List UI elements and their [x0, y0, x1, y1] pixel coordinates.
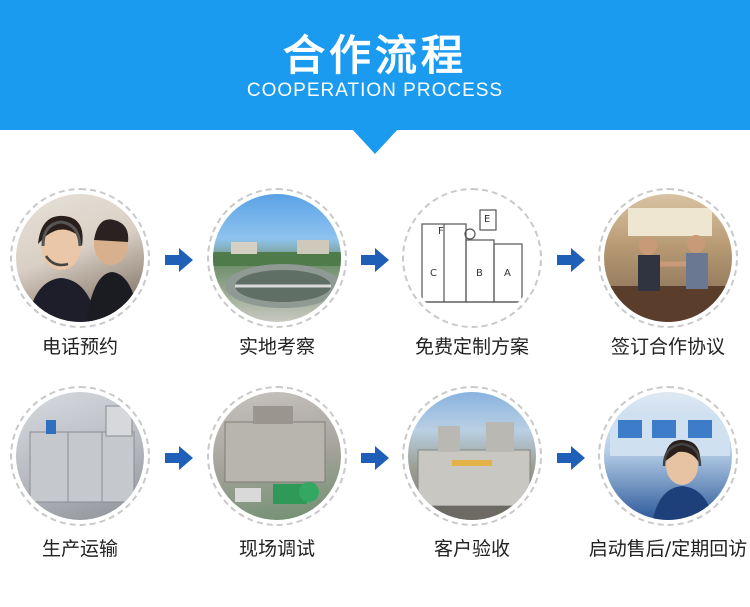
step-6-image	[207, 386, 347, 526]
schematic-drawing: F E C B A	[408, 194, 536, 322]
step-3-label: 免费定制方案	[414, 336, 529, 358]
diagram-letter-a: A	[504, 268, 511, 279]
arrow-right-icon	[165, 248, 193, 272]
phone-operator-photo	[16, 194, 144, 322]
service-center-photo	[604, 392, 732, 520]
step-7-image	[402, 386, 542, 526]
step-4-image	[598, 188, 738, 328]
arrow-right-icon	[557, 248, 585, 272]
diagram-letter-b: B	[476, 268, 483, 279]
arrow-right-icon	[165, 446, 193, 470]
arrow-right-icon	[361, 446, 389, 470]
diagram-letter-c: C	[430, 268, 437, 279]
arrow-right-icon	[557, 446, 585, 470]
page-subtitle: COOPERATION PROCESS	[246, 80, 504, 101]
diagram-letter-e: E	[484, 214, 490, 225]
header-banner: 合作流程 COOPERATION PROCESS	[0, 0, 750, 130]
step-2-image	[207, 188, 347, 328]
steel-tank-photo	[16, 392, 144, 520]
pump-unit-photo	[213, 392, 341, 520]
arrow-right-icon	[361, 248, 389, 272]
header-pointer-icon	[352, 129, 398, 154]
step-6-label: 现场调试	[238, 538, 315, 560]
diagram-letter-f: F	[438, 226, 444, 237]
step-1-image	[10, 188, 150, 328]
step-1-label: 电话预约	[41, 336, 118, 358]
step-5-label: 生产运输	[41, 538, 118, 560]
handshake-photo	[604, 194, 732, 322]
step-4-label: 签订合作协议	[610, 336, 725, 358]
page-title: 合作流程	[282, 31, 467, 80]
step-8-image	[598, 386, 738, 526]
step-8-label: 启动售后/定期回访	[588, 538, 748, 560]
dosing-machine-photo	[408, 392, 536, 520]
step-3-image: F E C B A	[402, 188, 542, 328]
treatment-plant-photo	[213, 194, 341, 322]
step-7-label: 客户验收	[433, 538, 510, 560]
step-5-image	[10, 386, 150, 526]
step-2-label: 实地考察	[238, 336, 315, 358]
